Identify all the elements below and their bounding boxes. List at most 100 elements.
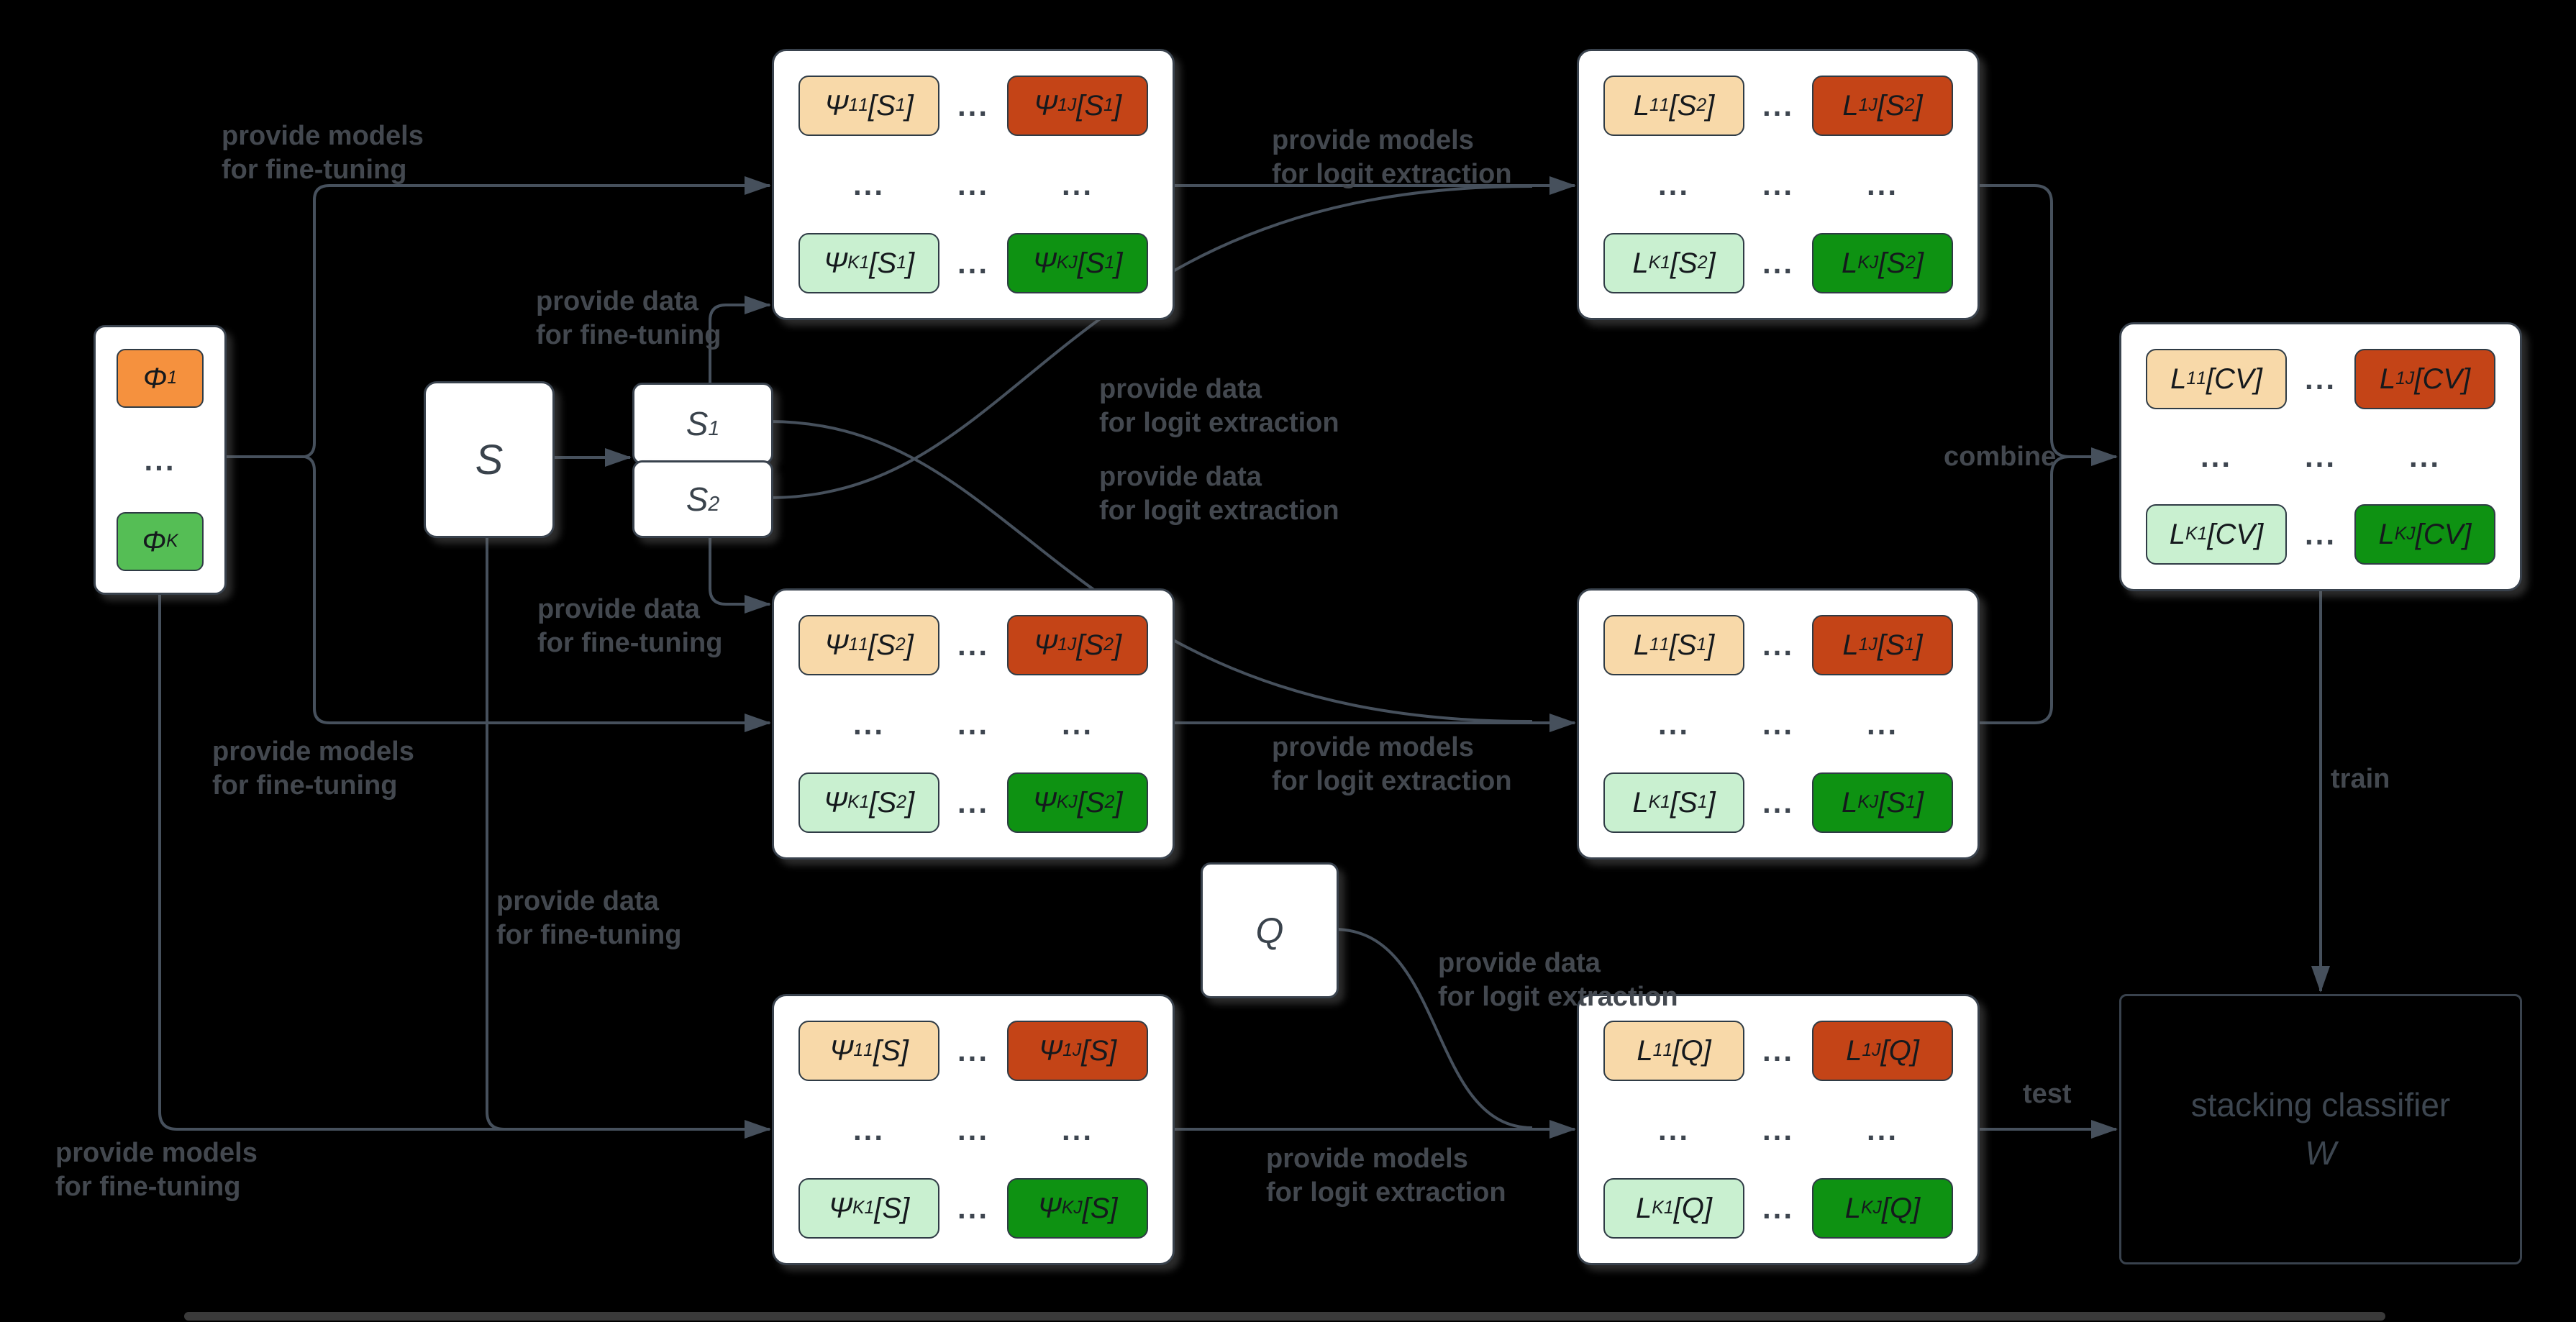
ellipsis: ...	[1762, 1112, 1794, 1147]
ellipsis: ...	[852, 167, 885, 201]
ellipsis: ...	[1762, 1191, 1794, 1225]
ellipsis: ...	[1866, 1112, 1898, 1147]
ellipsis: ...	[1762, 167, 1794, 201]
dataset-s2: S2	[632, 460, 773, 538]
ellipsis: ...	[1061, 1112, 1093, 1147]
ellipsis: ...	[1762, 1034, 1794, 1067]
edge-s1-to-l-s1-curve	[768, 420, 1533, 724]
ellipsis: ...	[1762, 246, 1794, 280]
ellipsis: ...	[1061, 167, 1093, 201]
edge-q-to-l-q-curve	[1334, 928, 1533, 1129]
edge-phi-to-psi-s	[158, 595, 771, 1139]
ellipsis: ...	[957, 1191, 989, 1225]
ellipsis: ...	[2304, 439, 2336, 473]
ellipsis: ...	[144, 442, 176, 477]
dataset-s1-label: S1	[686, 405, 720, 442]
ellipsis: ...	[957, 785, 989, 819]
ellipsis: ...	[957, 706, 989, 741]
dataset-s1: S1	[632, 383, 773, 465]
edge-label-train: train	[2331, 764, 2390, 794]
edge-l-s1-to-cv	[1980, 455, 2070, 724]
stacking-classifier-box: stacking classifier W	[2119, 994, 2522, 1264]
dataset-s-label: S	[475, 436, 504, 483]
dataset-q-label: Q	[1255, 910, 1284, 951]
ellipsis: ...	[852, 1112, 885, 1147]
ellipsis: ...	[1866, 167, 1898, 201]
edge-s2-to-l-s2-curve	[768, 184, 1533, 499]
ellipsis: ...	[2408, 439, 2441, 473]
dataset-s: S	[424, 381, 555, 538]
edge-label-combine: combine	[1944, 442, 2057, 472]
ellipsis: ...	[852, 706, 885, 741]
edge-s-to-psi-s	[486, 534, 647, 1131]
ellipsis: ...	[1866, 706, 1898, 741]
ellipsis: ...	[2200, 439, 2232, 473]
edge-label-test: test	[2023, 1079, 2072, 1109]
stacking-classifier-title: stacking classifier	[2190, 1086, 2451, 1124]
ellipsis: ...	[2304, 517, 2336, 551]
edge-phi-to-psi-s1	[304, 176, 771, 458]
ellipsis: ...	[957, 628, 989, 662]
ellipsis: ...	[957, 1112, 989, 1147]
ellipsis: ...	[1762, 88, 1794, 122]
dataset-s2-label: S2	[686, 480, 720, 518]
ellipsis: ...	[957, 167, 989, 201]
ellipsis: ...	[2304, 362, 2336, 396]
ellipsis: ...	[957, 246, 989, 280]
ellipsis: ...	[1762, 706, 1794, 741]
edge-l-s2-to-cv	[1980, 184, 2118, 466]
edge-s2-to-psi-s2	[709, 534, 771, 614]
ellipsis: ...	[1657, 1112, 1690, 1147]
bottom-scrollbar[interactable]	[184, 1312, 2385, 1321]
edge-phi-to-psi-s2	[304, 455, 771, 732]
ellipsis: ...	[957, 88, 989, 122]
ellipsis: ...	[1762, 628, 1794, 662]
